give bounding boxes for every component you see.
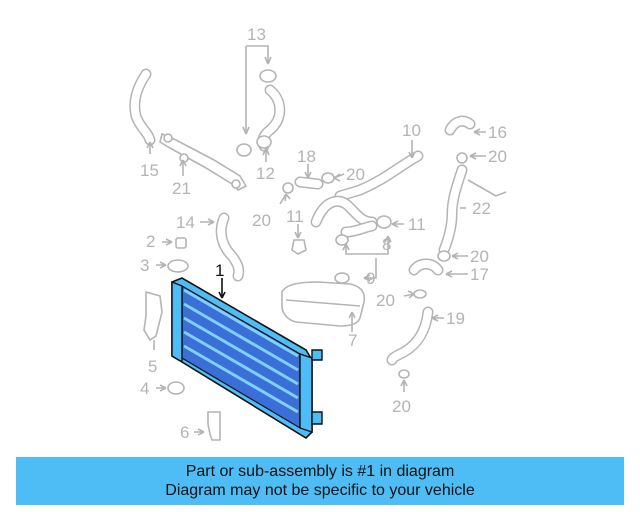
pipe-10 <box>334 140 424 202</box>
callout-22: 22 <box>472 199 491 218</box>
right-hoses-group <box>386 115 507 392</box>
callout-4: 4 <box>140 379 149 398</box>
expansion-tank <box>281 258 377 332</box>
caption-banner: Part or sub-assembly is #1 in diagram Di… <box>16 457 624 505</box>
caption-line-2: Diagram may not be specific to your vehi… <box>165 482 475 499</box>
hose-14 <box>200 212 245 282</box>
clamp-13-icon <box>259 69 277 83</box>
callout-21: 21 <box>172 179 191 198</box>
sensor-11 <box>291 224 307 255</box>
left-small-parts <box>143 237 221 441</box>
callout-20f: 20 <box>392 397 411 416</box>
callout-2: 2 <box>146 232 155 251</box>
callout-labels: 1 2 3 4 5 6 7 8 9 10 11 11 12 13 14 15 1… <box>140 25 507 442</box>
center-hose-group <box>310 195 404 255</box>
callout-20a: 20 <box>346 165 365 184</box>
upper-hose-group <box>236 45 286 162</box>
callout-20e: 20 <box>376 291 395 310</box>
callout-11a: 11 <box>286 207 304 226</box>
callout-10: 10 <box>402 121 421 140</box>
callout-13: 13 <box>247 25 266 44</box>
parts-diagram: 1 2 3 4 5 6 7 8 9 10 11 11 12 13 14 15 1… <box>129 25 507 442</box>
callout-16: 16 <box>488 123 507 142</box>
callout-3: 3 <box>140 256 149 275</box>
callout-14: 14 <box>176 213 195 232</box>
callout-5: 5 <box>148 357 157 376</box>
callout-17: 17 <box>470 265 489 284</box>
left-hose-group <box>129 68 248 191</box>
callout-8: 8 <box>382 235 391 254</box>
callout-19: 19 <box>446 309 465 328</box>
callout-11b: 11 <box>408 215 426 234</box>
callout-20b: 20 <box>488 147 507 166</box>
caption-line-1: Part or sub-assembly is #1 in diagram <box>185 463 455 480</box>
callout-15: 15 <box>140 161 159 180</box>
callout-20d: 20 <box>470 247 489 266</box>
callout-1: 1 <box>215 261 224 280</box>
callout-12: 12 <box>256 164 275 183</box>
radiator-part-1 <box>171 277 323 440</box>
callout-18: 18 <box>297 147 316 166</box>
hose-18-group <box>279 164 345 205</box>
callout-6: 6 <box>180 423 189 442</box>
callout-9: 9 <box>366 269 375 288</box>
callout-7: 7 <box>348 331 357 350</box>
callout-20c: 20 <box>252 211 271 230</box>
